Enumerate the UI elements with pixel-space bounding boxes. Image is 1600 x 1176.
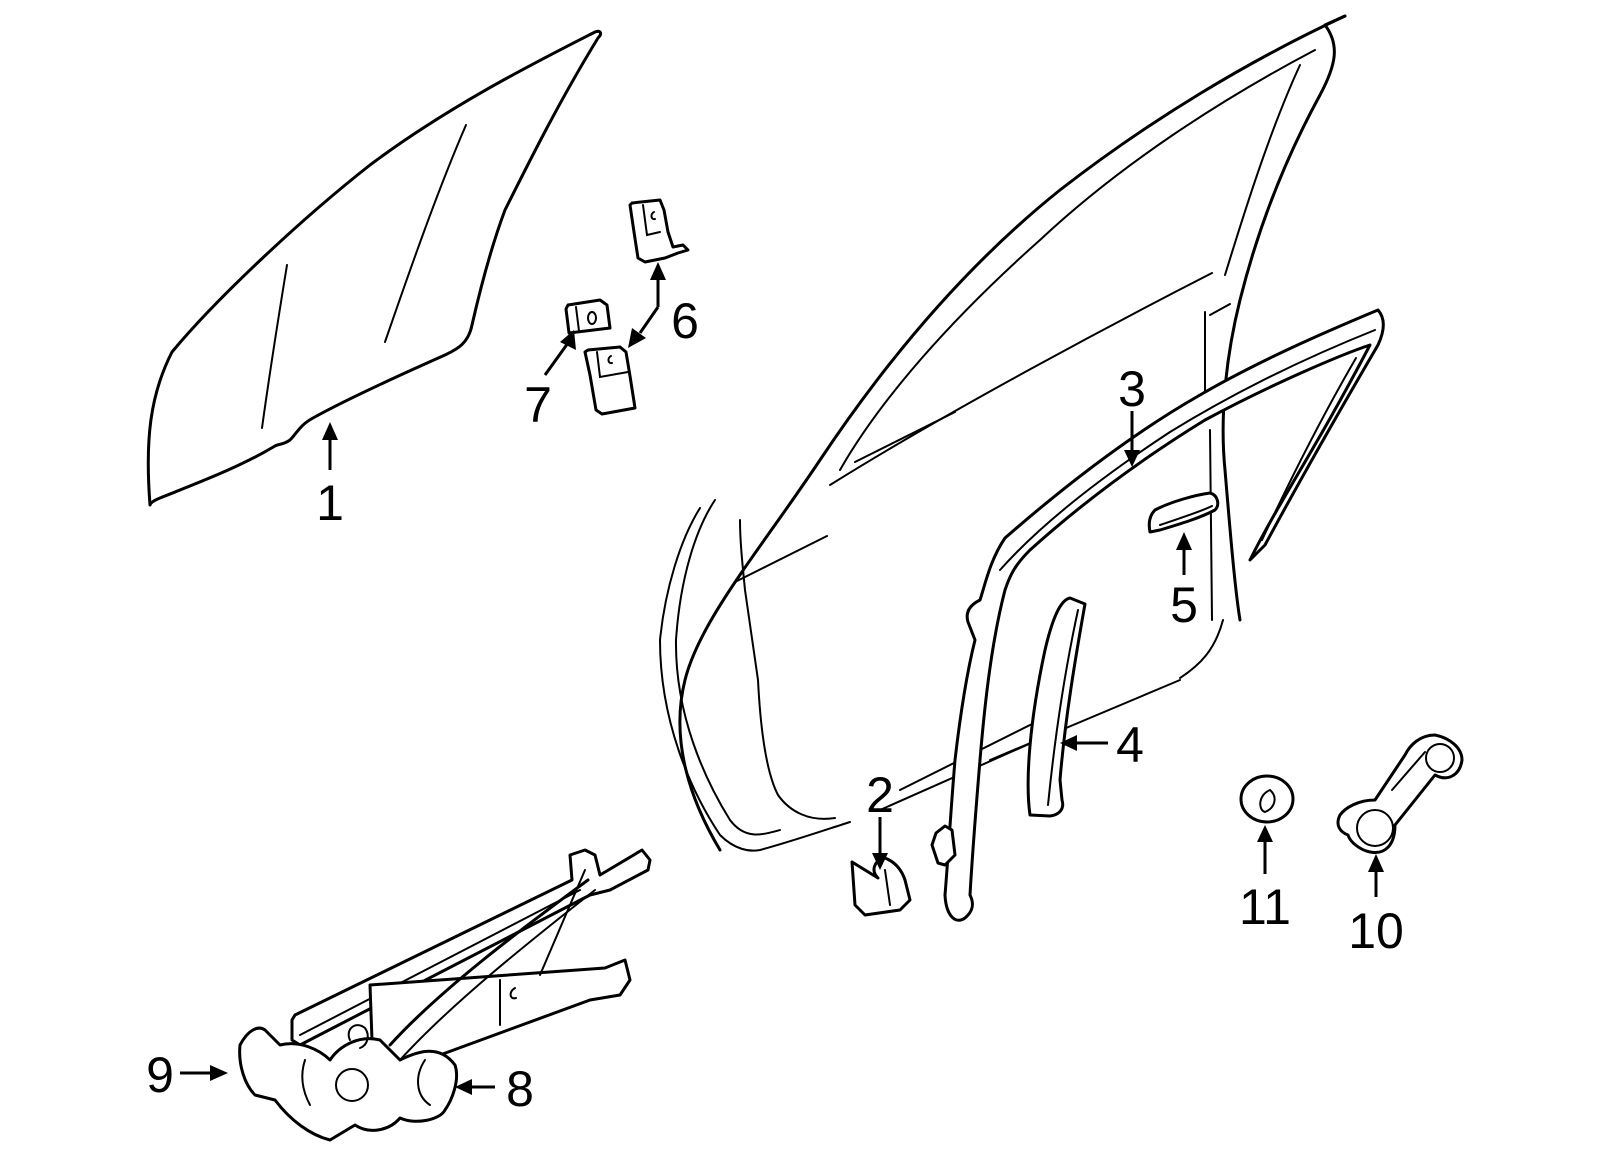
window-crank-handle bbox=[1336, 733, 1464, 855]
upper-stop-bumper bbox=[1147, 491, 1220, 534]
callout-4: 4 bbox=[1116, 717, 1144, 773]
callout-5: 5 bbox=[1170, 577, 1198, 633]
callout-7: 7 bbox=[524, 377, 552, 433]
glass-guide-upper bbox=[628, 198, 690, 264]
callout-8: 8 bbox=[506, 1061, 534, 1117]
leader-8 bbox=[455, 1079, 495, 1095]
callout-11: 11 bbox=[1239, 879, 1291, 935]
door-glass bbox=[146, 29, 603, 507]
leader-6 bbox=[628, 262, 666, 348]
callout-3: 3 bbox=[1118, 361, 1146, 417]
glass-guide-lower bbox=[583, 345, 637, 416]
callout-6: 6 bbox=[671, 293, 699, 349]
leader-10 bbox=[1368, 854, 1384, 897]
window-regulator bbox=[290, 848, 652, 1062]
leader-3 bbox=[1124, 411, 1140, 467]
callout-2: 2 bbox=[866, 767, 894, 823]
regulator-motor bbox=[238, 1024, 459, 1142]
callout-9: 9 bbox=[146, 1047, 174, 1103]
leader-2 bbox=[872, 817, 888, 870]
leader-9 bbox=[180, 1065, 228, 1081]
lower-run-channel-clip bbox=[850, 856, 912, 917]
rear-run-channel bbox=[1026, 596, 1087, 818]
leader-1 bbox=[322, 422, 338, 470]
leader-5 bbox=[1176, 532, 1192, 575]
handle-spacer bbox=[1239, 774, 1295, 824]
leader-7 bbox=[543, 330, 576, 376]
callout-1: 1 bbox=[316, 475, 344, 531]
leader-11 bbox=[1257, 825, 1273, 874]
guide-insert bbox=[564, 298, 612, 335]
leader-4 bbox=[1060, 735, 1108, 751]
door-frame bbox=[658, 14, 1347, 852]
callout-10: 10 bbox=[1348, 903, 1404, 959]
glass-run-channel bbox=[930, 308, 1385, 922]
